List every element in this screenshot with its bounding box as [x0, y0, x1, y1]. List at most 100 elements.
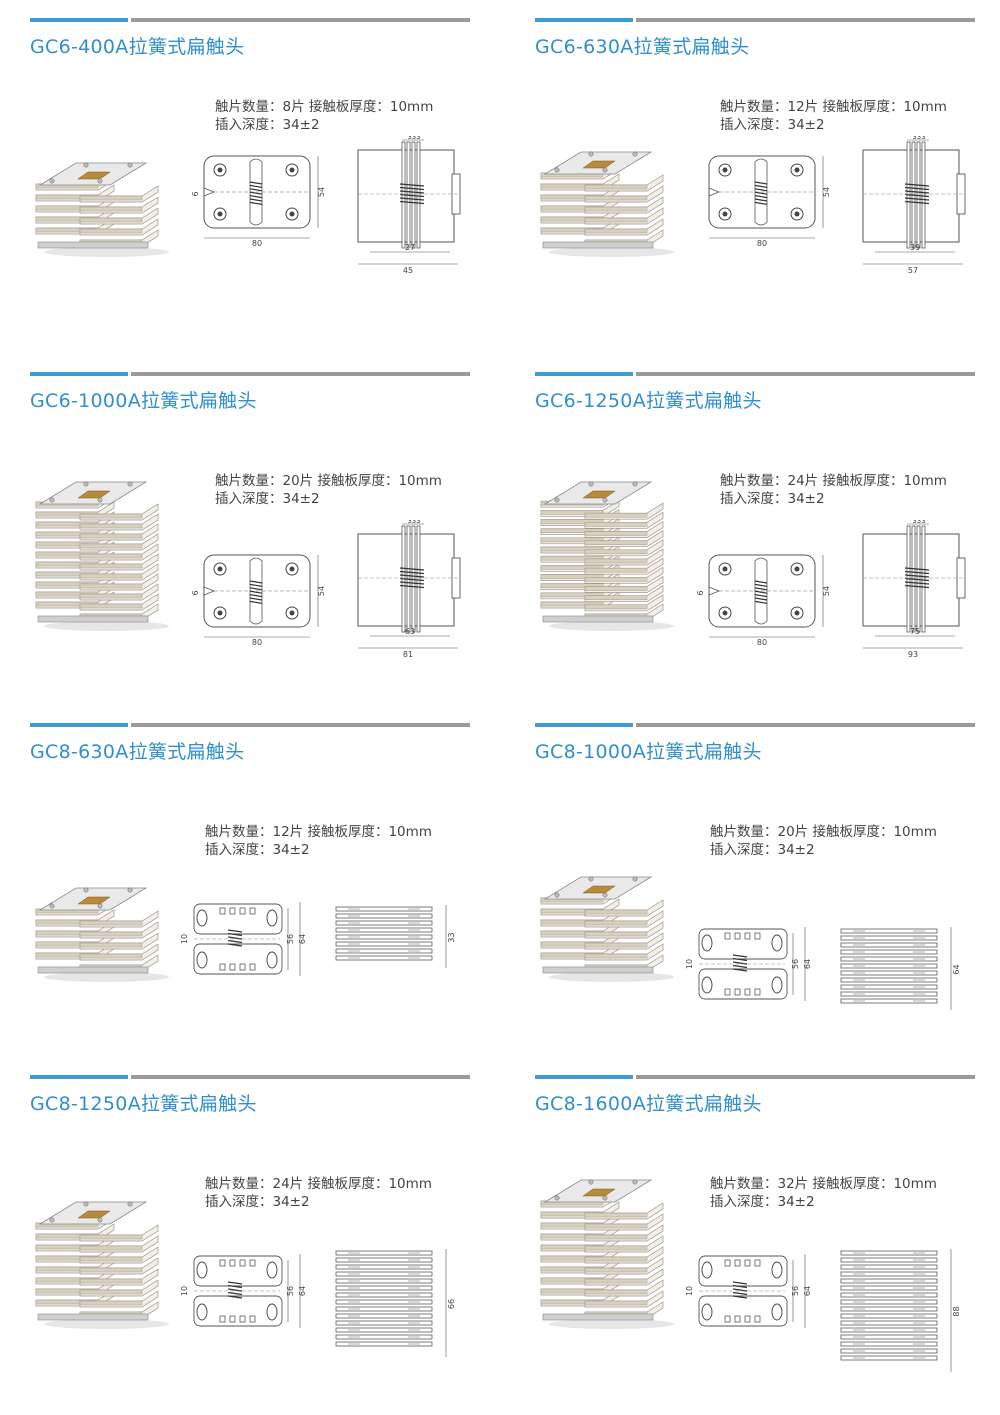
contact-plate-edge	[540, 583, 604, 588]
spring-coil	[732, 957, 748, 962]
spring-slot	[754, 158, 768, 226]
plate-section	[840, 1278, 938, 1284]
plate-section	[840, 1264, 938, 1270]
dimension-label: 75	[910, 627, 920, 636]
spec-count-thickness: 触片数量：8片 接触板厚度：10mm	[215, 99, 434, 115]
window	[724, 932, 731, 940]
slot-hole	[701, 1261, 713, 1279]
plate-section	[335, 1250, 433, 1256]
section-divider	[535, 1075, 975, 1079]
rivet	[127, 887, 133, 893]
rivet	[49, 1217, 55, 1223]
window	[219, 1315, 226, 1323]
contact-plate-edge	[584, 604, 648, 610]
spring-window	[77, 171, 111, 180]
contact-plate-edge	[79, 543, 143, 549]
notch	[708, 586, 721, 596]
product-title: GC8-630A拉簧式扁触头	[30, 741, 245, 763]
dimension-label: 45	[403, 266, 413, 275]
plate-section	[840, 977, 938, 983]
rivet	[83, 887, 89, 893]
bolt-center	[217, 167, 223, 173]
window	[734, 988, 741, 996]
base-plate	[37, 1313, 149, 1321]
spring-coil	[399, 190, 425, 194]
divider-accent	[30, 372, 128, 376]
plate-section	[335, 1327, 433, 1333]
contact-plate-edge	[540, 510, 604, 515]
spring-coil	[732, 961, 748, 965]
dimension-label: 80	[252, 638, 262, 647]
photo-shadow	[44, 621, 169, 631]
window	[744, 1259, 751, 1267]
rivet	[632, 481, 638, 487]
upper-contact-outline	[698, 1255, 788, 1287]
dimension-label: 81	[403, 650, 413, 659]
spring-coil	[754, 181, 768, 185]
side-view: 64	[835, 923, 970, 1022]
window	[724, 1259, 731, 1267]
side-view: 66	[330, 1245, 465, 1369]
plate-section	[335, 906, 433, 912]
dimension-label: 66	[447, 1299, 456, 1309]
spring-coil	[249, 580, 263, 584]
product-photo	[540, 1179, 674, 1329]
contact-plate-edge	[79, 953, 143, 959]
window	[239, 1315, 246, 1323]
spring-coil	[399, 567, 425, 571]
dimension-label: 10	[685, 1286, 694, 1296]
plate-section	[335, 1285, 433, 1291]
contact-plate-edge	[79, 1245, 143, 1251]
dimension-label: 88	[952, 1306, 961, 1316]
product-photo-frame	[30, 472, 175, 636]
divider-line	[636, 372, 975, 376]
window	[219, 1259, 226, 1267]
spring-slot	[249, 158, 263, 226]
side-outline	[862, 149, 960, 243]
spring-coil	[732, 1295, 748, 1299]
product-photo	[35, 887, 169, 982]
plate-section	[840, 1292, 938, 1298]
rivet	[49, 178, 55, 184]
contact-plate-edge	[584, 567, 648, 573]
contact-plate-edge	[584, 1234, 648, 1240]
spec-count-thickness: 触片数量：20片 接触板厚度：10mm	[215, 473, 442, 489]
section-divider	[30, 18, 470, 22]
product-photo-frame	[30, 823, 175, 987]
base-plate	[542, 966, 654, 974]
side-view-drawing: 33	[335, 905, 456, 968]
window	[239, 907, 246, 915]
spring-coil	[249, 198, 263, 202]
contact-plate-edge	[584, 512, 648, 518]
dimension-label: 333	[912, 136, 925, 141]
spring-window	[582, 160, 616, 169]
notch	[203, 187, 216, 197]
contact-plate-edge	[79, 1289, 143, 1295]
product-photo-frame	[30, 98, 175, 262]
rivet	[554, 497, 560, 503]
product-photo	[540, 876, 674, 982]
rivet	[632, 876, 638, 882]
plate-section	[335, 1320, 433, 1326]
bolt-center	[289, 610, 295, 616]
contact-plate-edge	[584, 1223, 648, 1229]
bolt-center	[289, 566, 295, 572]
upper-contact-outline	[193, 903, 283, 935]
window	[744, 988, 751, 996]
plate-section	[921, 525, 926, 633]
spring-coil	[754, 583, 768, 587]
contact-plate-edge	[584, 1289, 648, 1295]
spring-coil	[249, 191, 263, 195]
contact-plate-edge	[584, 942, 648, 948]
